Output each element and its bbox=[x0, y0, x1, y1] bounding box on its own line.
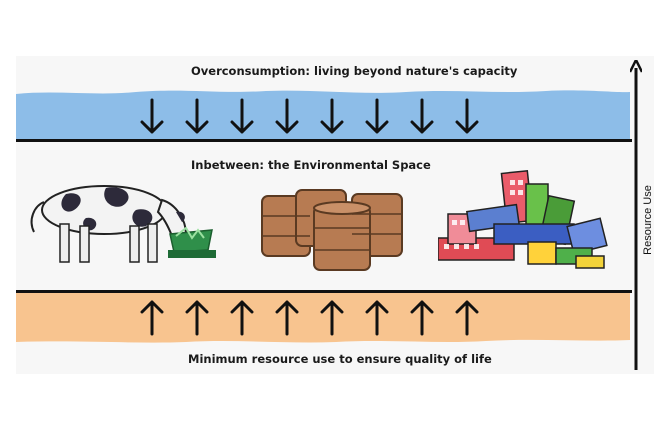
minimum-resource-title: Minimum resource use to ensure quality o… bbox=[188, 352, 492, 366]
down-arrows-row bbox=[140, 98, 480, 138]
upper-boundary-line bbox=[16, 139, 632, 142]
up-arrow-icon bbox=[320, 300, 344, 336]
minimum-use-band bbox=[16, 292, 630, 343]
down-arrow-icon bbox=[185, 98, 209, 134]
down-arrow-icon bbox=[455, 98, 479, 134]
up-arrow-icon bbox=[230, 300, 254, 336]
buildings-illustration bbox=[438, 169, 608, 269]
up-arrow-icon bbox=[140, 300, 164, 336]
up-arrow-icon bbox=[455, 300, 479, 336]
down-arrow-icon bbox=[275, 98, 299, 134]
down-arrow-icon bbox=[320, 98, 344, 134]
down-arrow-icon bbox=[140, 98, 164, 134]
overconsumption-title: Overconsumption: living beyond nature's … bbox=[191, 64, 518, 78]
overconsumption-band bbox=[16, 90, 630, 140]
up-arrow-icon bbox=[275, 300, 299, 336]
lower-boundary-line bbox=[16, 290, 632, 293]
down-arrow-icon bbox=[365, 98, 389, 134]
resource-use-axis bbox=[630, 60, 642, 370]
down-arrow-icon bbox=[230, 98, 254, 134]
oil-barrels-illustration bbox=[261, 189, 403, 271]
up-arrow-icon bbox=[185, 300, 209, 336]
environmental-space-title: Inbetween: the Environmental Space bbox=[191, 158, 431, 172]
up-arrows-row bbox=[140, 298, 480, 338]
cow-illustration bbox=[30, 185, 216, 263]
down-arrow-icon bbox=[410, 98, 434, 134]
up-arrow-icon bbox=[365, 300, 389, 336]
resource-use-axis-label: Resource Use bbox=[642, 185, 654, 255]
up-arrow-icon bbox=[410, 300, 434, 336]
